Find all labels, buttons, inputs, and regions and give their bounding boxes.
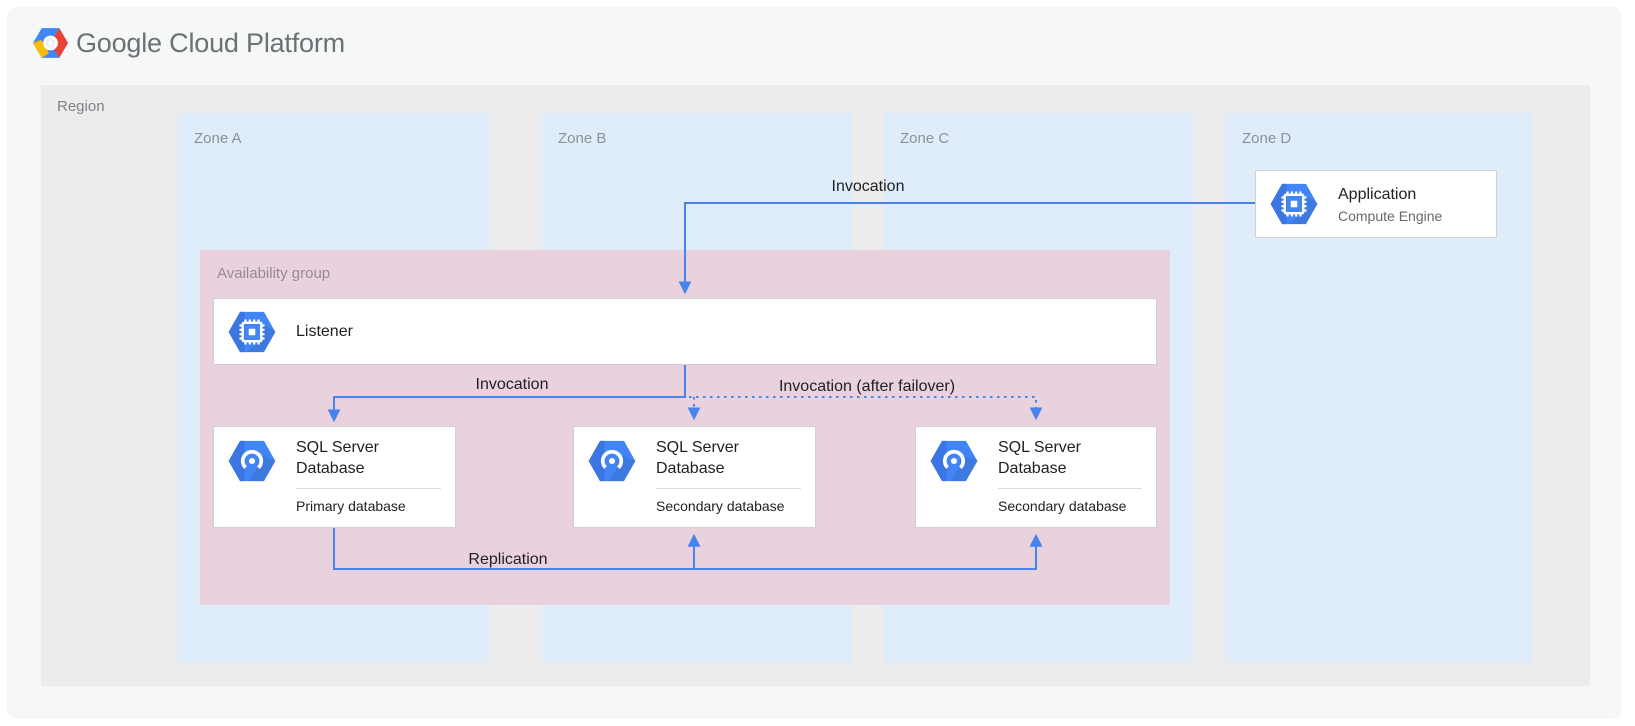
database-title: SQL Server Database [998, 439, 1081, 477]
application-card: Application Compute Engine [1255, 170, 1497, 238]
listener-card: Listener [213, 298, 1157, 365]
listener-title: Listener [296, 323, 353, 340]
compute-engine-icon [227, 310, 277, 353]
database-title: SQL Server Database [656, 439, 739, 477]
zone-d-label: Zone D [1242, 130, 1292, 147]
compute-engine-icon [1269, 182, 1319, 226]
card-divider [998, 488, 1142, 489]
zone-c-label: Zone C [900, 130, 950, 147]
brand-title: Google Cloud Platform [76, 28, 345, 58]
replication-label: Replication [468, 551, 548, 568]
application-subtitle: Compute Engine [1338, 208, 1443, 224]
invocation-label-top: Invocation [831, 178, 905, 195]
secondary-database-card-zone-c: SQL Server Database Secondary database [915, 426, 1157, 528]
invocation-label-primary: Invocation [475, 376, 549, 393]
card-divider [656, 488, 801, 489]
zone-b-label: Zone B [558, 130, 607, 147]
database-title: SQL Server Database [296, 439, 379, 477]
region-label: Region [57, 98, 105, 115]
cloud-sql-icon [587, 439, 637, 483]
invocation-after-failover-label: Invocation (after failover) [778, 378, 956, 395]
gcp-logo-icon [33, 28, 68, 58]
availability-group-label: Availability group [217, 265, 331, 282]
primary-database-card: SQL Server Database Primary database [213, 426, 456, 528]
card-divider [296, 488, 441, 489]
database-role-label: Secondary database [998, 498, 1127, 514]
secondary-database-card-zone-b: SQL Server Database Secondary database [573, 426, 816, 528]
database-role-label: Primary database [296, 498, 406, 514]
zone-a-label: Zone A [194, 130, 242, 147]
cloud-sql-icon [227, 439, 277, 483]
cloud-sql-icon [929, 439, 979, 483]
application-title: Application [1338, 186, 1417, 203]
database-role-label: Secondary database [656, 498, 785, 514]
